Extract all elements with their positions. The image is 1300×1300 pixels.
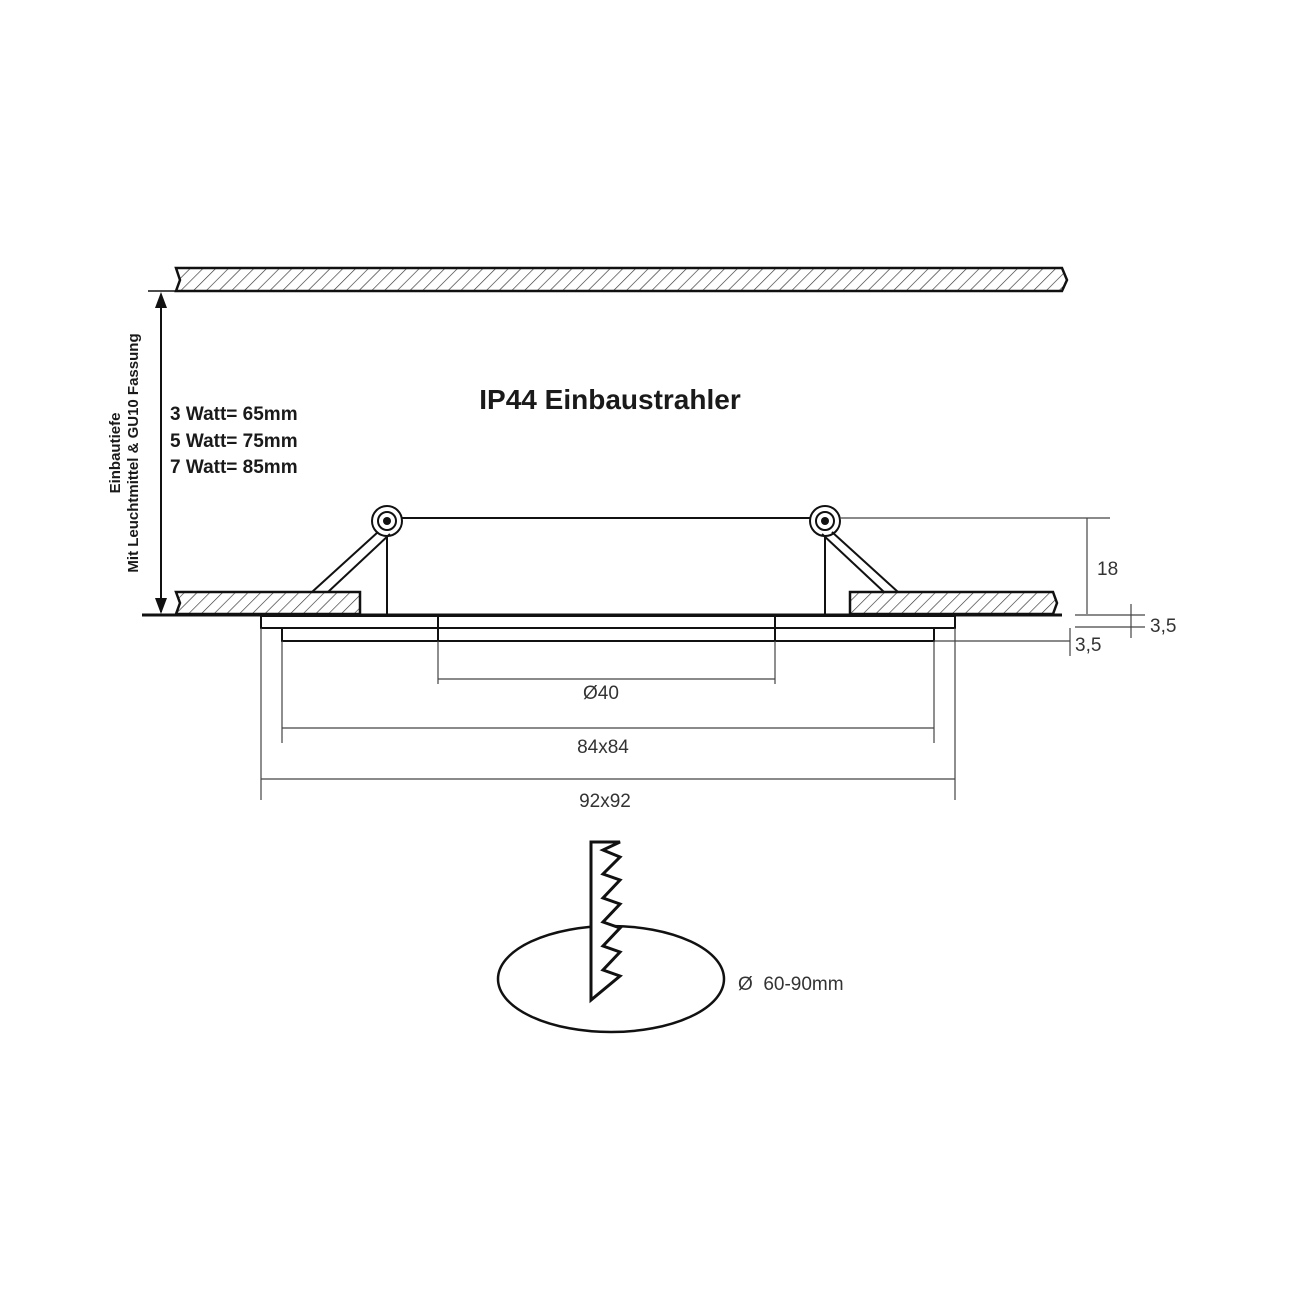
inner-square-value: 84x84 bbox=[577, 737, 629, 758]
lip-thickness-dimension bbox=[934, 628, 1071, 656]
inner-diameter-value: Ø40 bbox=[583, 683, 619, 704]
spring-clip-left bbox=[311, 505, 403, 614]
height-value: 18 bbox=[1097, 559, 1118, 580]
frame-thickness-dimension bbox=[1075, 604, 1145, 638]
cutout-diameter-label: Ø 60-90mm bbox=[738, 974, 844, 995]
spec-7-watt: 7 Watt= 85mm bbox=[170, 457, 298, 478]
saw-blade-icon bbox=[589, 840, 623, 1004]
spring-clip-right bbox=[809, 505, 899, 614]
inner-diameter-dimension bbox=[437, 641, 776, 684]
height-dimension bbox=[840, 517, 1110, 614]
mounting-depth-arrow bbox=[148, 290, 176, 614]
outer-square-value: 92x92 bbox=[579, 791, 631, 812]
spec-5-watt: 5 Watt= 75mm bbox=[170, 431, 298, 452]
spec-3-watt: 3 Watt= 65mm bbox=[170, 404, 298, 425]
inner-square-dimension bbox=[281, 641, 935, 743]
lip-thickness-value: 3,5 bbox=[1075, 635, 1101, 656]
frame-thickness-value: 3,5 bbox=[1150, 616, 1176, 637]
lamp-frame bbox=[260, 615, 956, 642]
mounting-depth-sublabel: Mit Leuchtmittel & GU10 Fassung bbox=[125, 333, 142, 572]
outer-square-dimension bbox=[260, 628, 956, 800]
upper-ceiling-slab bbox=[174, 266, 1069, 293]
lower-ceiling-panel-left bbox=[174, 590, 362, 616]
lower-ceiling-panel-right bbox=[848, 590, 1059, 616]
mounting-depth-label: Einbautiefe bbox=[107, 413, 124, 494]
diagram-title: IP44 Einbaustrahler bbox=[479, 384, 741, 415]
